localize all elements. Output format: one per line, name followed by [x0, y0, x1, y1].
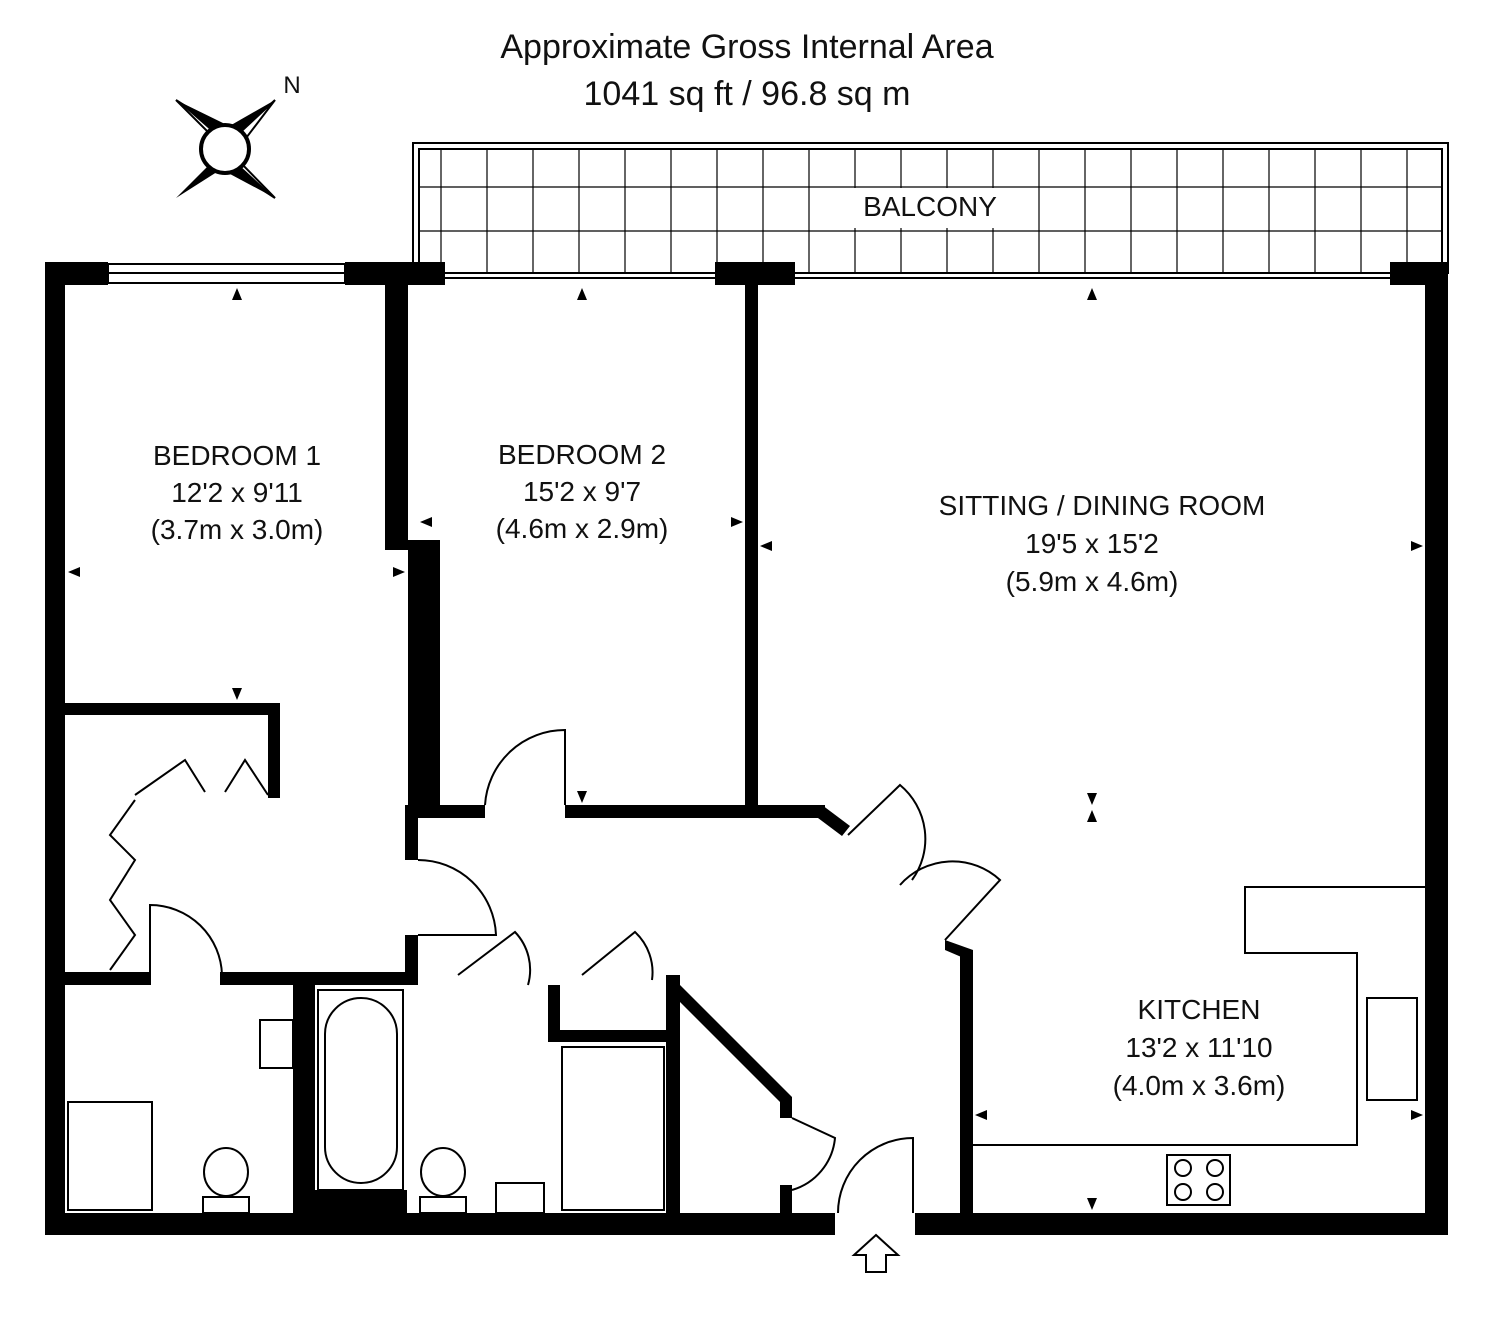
- bath-inner: [324, 997, 398, 1184]
- doors: [108, 728, 1002, 1214]
- room-bedroom-2: BEDROOM 2 15'2 x 9'7 (4.6m x 2.9m): [496, 439, 669, 544]
- toilet-icon: [420, 1147, 466, 1197]
- room-bedroom-1: BEDROOM 1 12'2 x 9'11 (3.7m x 3.0m): [151, 440, 324, 545]
- shower-tray-icon: [67, 1101, 153, 1211]
- bath-icon: [317, 989, 404, 1191]
- basin-icon: [259, 1019, 294, 1069]
- room-size-metric: (4.6m x 2.9m): [496, 513, 669, 544]
- balcony: BALCONY: [412, 142, 1449, 274]
- bathroom-fixtures: [67, 989, 665, 1214]
- plan-title: Approximate Gross Internal Area: [500, 28, 993, 66]
- balcony-label: BALCONY: [863, 191, 997, 222]
- toilet-icon: [203, 1147, 249, 1197]
- room-name: BEDROOM 1: [153, 440, 321, 471]
- room-name: SITTING / DINING ROOM: [939, 490, 1266, 521]
- kitchen-units: [973, 886, 1425, 1206]
- room-name: BEDROOM 2: [498, 439, 666, 470]
- sink-icon: [1366, 997, 1418, 1101]
- room-size-imperial: 19'5 x 15'2: [1025, 528, 1159, 559]
- room-size-metric: (3.7m x 3.0m): [151, 514, 324, 545]
- room-size-imperial: 15'2 x 9'7: [523, 476, 641, 507]
- entrance-arrow-icon: [851, 1233, 901, 1273]
- walls: [45, 262, 1448, 1235]
- basin-icon: [495, 1182, 545, 1214]
- gross-area: 1041 sq ft / 96.8 sq m: [584, 75, 911, 113]
- room-size-imperial: 12'2 x 9'11: [171, 477, 303, 508]
- north-compass-icon: N: [175, 72, 301, 199]
- room-name: KITCHEN: [1138, 994, 1261, 1025]
- room-size-metric: (4.0m x 3.6m): [1113, 1070, 1286, 1101]
- room-size-imperial: 13'2 x 11'10: [1125, 1032, 1272, 1063]
- room-sitting-dining: SITTING / DINING ROOM 19'5 x 15'2 (5.9m …: [939, 490, 1266, 597]
- shower-tray-icon: [561, 1046, 665, 1211]
- hob-icon: [1166, 1154, 1231, 1206]
- room-kitchen: KITCHEN 13'2 x 11'10 (4.0m x 3.6m): [1113, 994, 1286, 1101]
- room-size-metric: (5.9m x 4.6m): [1006, 566, 1179, 597]
- measurement-markers: [68, 288, 1423, 1210]
- north-label: N: [283, 72, 300, 99]
